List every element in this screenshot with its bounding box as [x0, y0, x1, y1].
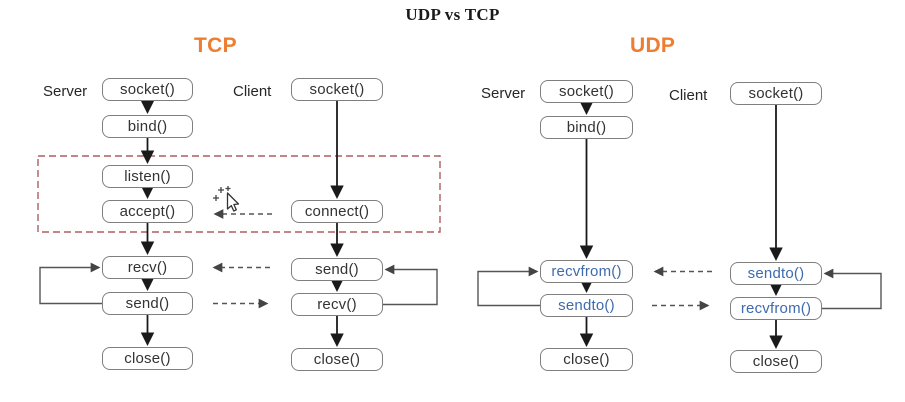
tcp-server-close-box: close()	[102, 347, 193, 370]
udp-server-recvfrom-box: recvfrom()	[540, 260, 633, 283]
udp-server-close-box: close()	[540, 348, 633, 371]
udp-server-sendto-box: sendto()	[540, 294, 633, 317]
udp-client-recvfrom-box: recvfrom()	[730, 297, 822, 320]
tcp-client-recv-box: recv()	[291, 293, 383, 316]
udp-server-label: Server	[481, 85, 526, 102]
tcp-section-heading: TCP	[194, 34, 237, 57]
tcp-client-loop-arrow	[383, 264, 438, 306]
tcp-server-bind-box: bind()	[102, 115, 193, 138]
tcp-connection-setup-highlight-box	[37, 155, 441, 233]
tcp-client-close-box: close()	[291, 348, 383, 371]
tcp-client-send-box: send()	[291, 258, 383, 281]
tcp-client-label: Client	[233, 83, 272, 100]
udp-client-label: Client	[669, 87, 708, 104]
tcp-server-send-box: send()	[102, 292, 193, 315]
udp-client-sendto-box: sendto()	[730, 262, 822, 285]
tcp-client-connect-box: connect()	[291, 200, 383, 223]
udp-server-socket-box: socket()	[540, 80, 633, 103]
udp-server-bind-box: bind()	[540, 116, 633, 139]
tcp-server-accept-box: accept()	[102, 200, 193, 223]
page-title: UDP vs TCP	[405, 5, 500, 24]
tcp-server-loop-arrow	[39, 262, 102, 305]
udp-server-loop-arrow	[477, 266, 540, 307]
tcp-server-label: Server	[43, 83, 88, 100]
udp-section-heading: UDP	[630, 34, 676, 57]
tcp-server-listen-box: listen()	[102, 165, 193, 188]
udp-client-loop-arrow	[822, 268, 882, 310]
udp-client-close-box: close()	[730, 350, 822, 373]
tcp-server-recv-box: recv()	[102, 256, 193, 279]
tcp-client-socket-box: socket()	[291, 78, 383, 101]
udp-client-socket-box: socket()	[730, 82, 822, 105]
tcp-server-socket-box: socket()	[102, 78, 193, 101]
move-cursor-icon	[213, 186, 240, 212]
